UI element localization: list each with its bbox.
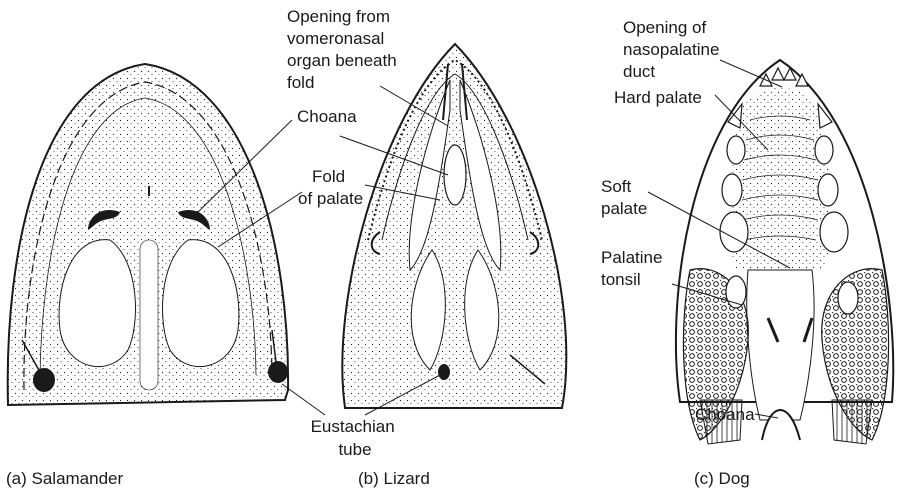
dog-molar-right	[838, 282, 858, 314]
caption-lizard: (b) Lizard	[358, 469, 430, 488]
label-line: Opening from	[287, 7, 390, 26]
label-line: vomeronasal	[287, 29, 384, 48]
label-choana-dog: Choana	[695, 405, 755, 424]
label-line: duct	[623, 62, 655, 81]
salamander-eustachian-left	[33, 368, 55, 392]
label-line: Choana	[297, 107, 357, 126]
dog-muscle-right	[832, 400, 872, 444]
salamander-parasphenoid	[140, 240, 158, 390]
label-line: Hard palate	[614, 88, 702, 107]
label-soft-palate: Soft palate	[601, 177, 647, 218]
leader-eustachian-salamander	[282, 384, 325, 415]
label-hard-palate: Hard palate	[614, 88, 702, 107]
lizard-head-outline	[342, 44, 566, 408]
label-line: organ beneath	[287, 51, 397, 70]
label-fold-of-palate: Fold of palate	[298, 167, 363, 208]
salamander-eustachian-right	[268, 361, 288, 383]
label-line: Palatine	[601, 248, 662, 267]
dog-panel	[676, 60, 893, 444]
caption-dog: (c) Dog	[694, 469, 750, 488]
label-line: Fold	[312, 167, 345, 186]
label-line: palate	[601, 199, 647, 218]
dog-soft-palate	[747, 270, 814, 420]
label-line: Soft	[601, 177, 632, 196]
label-line: of palate	[298, 189, 363, 208]
label-line: tube	[338, 440, 371, 459]
label-choana-top: Choana	[297, 107, 357, 126]
label-palatine-tonsil: Palatine tonsil	[601, 248, 667, 289]
label-vomeronasal: Opening from vomeronasal organ beneath f…	[287, 7, 401, 92]
label-line: Opening of	[623, 18, 706, 37]
lizard-panel	[342, 44, 566, 408]
label-line: nasopalatine	[623, 40, 719, 59]
label-line: tonsil	[601, 270, 641, 289]
label-nasopalatine: Opening of nasopalatine duct	[623, 18, 724, 81]
label-line: fold	[287, 73, 314, 92]
caption-salamander: (a) Salamander	[6, 469, 124, 488]
salamander-panel	[8, 64, 288, 405]
label-eustachian-tube: Eustachian tube	[311, 417, 400, 459]
label-line: Choana	[695, 405, 755, 424]
label-line: Eustachian	[311, 417, 395, 436]
lizard-eustachian-left	[438, 364, 450, 380]
